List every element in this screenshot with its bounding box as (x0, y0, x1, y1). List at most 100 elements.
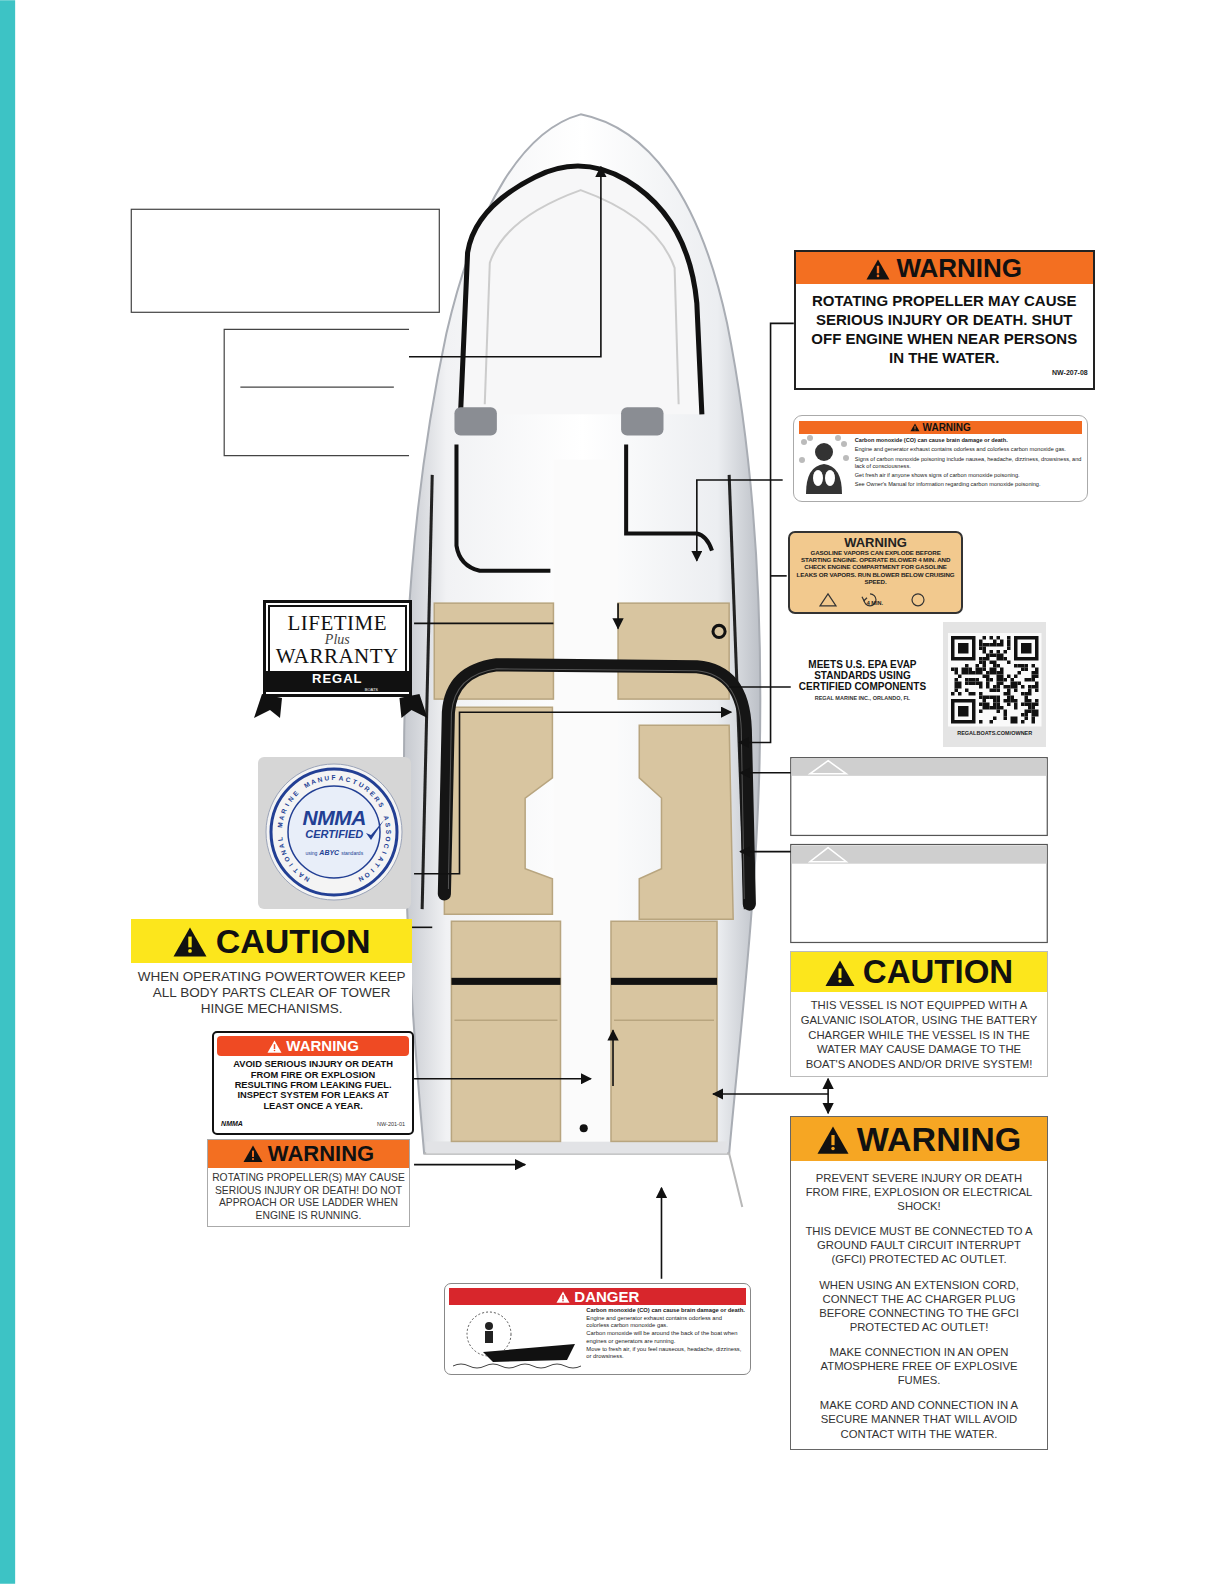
qr-module (1025, 696, 1029, 700)
qr-module (1004, 650, 1008, 654)
figure-body (485, 1331, 493, 1343)
qr-module (1025, 710, 1029, 714)
qr-module (983, 699, 987, 703)
warning-triangle-icon (817, 1126, 849, 1154)
qr-module (1035, 703, 1039, 707)
decal-heading-text: WARNING (857, 1120, 1021, 1158)
qr-module (990, 696, 994, 700)
qr-module (955, 668, 959, 672)
seat-trim (611, 978, 717, 985)
qr-module (1025, 699, 1029, 703)
brand-suffix: BOATS (263, 687, 412, 692)
qr-module (1004, 699, 1008, 703)
qr-module (979, 710, 983, 714)
figure-lung (813, 470, 823, 486)
qr-module (983, 636, 987, 640)
qr-module (997, 657, 1001, 661)
bow-seating (461, 166, 702, 414)
qr-module (1035, 671, 1039, 675)
qr-module (1021, 685, 1025, 689)
qr-module (1035, 668, 1039, 672)
exclamation-bar (877, 265, 879, 273)
qr-module (1028, 685, 1032, 689)
water (453, 1364, 581, 1368)
qr-module (1018, 682, 1022, 686)
decal-text: THIS VESSEL IS NOT EQUIPPED WITH A GALVA… (791, 992, 1048, 1075)
qr-module (993, 706, 997, 710)
hazard-icon (820, 594, 836, 606)
qr-finder (955, 640, 973, 658)
qr-module (958, 685, 962, 689)
qr-module (1028, 692, 1032, 696)
qr-module (1011, 696, 1015, 700)
leader-line (414, 1078, 591, 1080)
qr-finder (951, 636, 976, 661)
qr-module (965, 682, 969, 686)
qr-module (993, 654, 997, 658)
qr-module (972, 678, 976, 682)
check-mark (366, 820, 384, 840)
warning-triangle-icon (267, 1040, 282, 1053)
qr-module (965, 678, 969, 682)
decal-heading: CAUTION (791, 952, 1048, 992)
qr-module (1014, 703, 1018, 707)
qr-module (1007, 647, 1011, 651)
qr-module (993, 717, 997, 721)
qr-module (1028, 678, 1032, 682)
qr-module (965, 664, 969, 668)
maker-address: REGAL MARINE INC., ORLANDO, FL (791, 695, 934, 701)
qr-module (1028, 703, 1032, 707)
bow-seating (454, 166, 701, 435)
qr-module (1028, 710, 1032, 714)
qr-module (1021, 720, 1025, 724)
qr-module (979, 703, 983, 707)
decal-heading: DANGER (449, 1288, 746, 1305)
qr-module (1032, 706, 1036, 710)
qr-module (997, 699, 1001, 703)
qr-module (1011, 682, 1015, 686)
qr-module (1004, 692, 1008, 696)
qr-module (990, 668, 994, 672)
qr-module (972, 671, 976, 675)
seal-ring-letter: S (375, 800, 386, 811)
qr-module (979, 685, 983, 689)
qr-module (979, 643, 983, 647)
brand-name: REGAL (263, 671, 412, 687)
qr-module (1011, 685, 1015, 689)
figure-lung (825, 470, 835, 486)
qr-module (1007, 675, 1011, 679)
seat-cushion (611, 921, 717, 1141)
exclamation-dot (188, 949, 192, 953)
qr-module (1028, 699, 1032, 703)
qr-module (1021, 668, 1025, 672)
qr-module (979, 657, 983, 661)
decal-heading: WARNING (791, 1117, 1048, 1161)
qr-module (1032, 720, 1036, 724)
power-tower (444, 665, 749, 904)
qr-module (1000, 678, 1004, 682)
ribbon-tail (254, 694, 282, 718)
qr-module (972, 692, 976, 696)
decal-text: Get fresh air if anyone shows signs of c… (855, 472, 1082, 479)
decal-text: WHEN OPERATING POWERTOWER KEEP ALL BODY … (131, 963, 412, 1022)
qr-module (1000, 706, 1004, 710)
warranty-badge: LIFETIMEPlusWARRANTYREGALBOATS (263, 600, 412, 697)
seal-ring-letter: A (381, 814, 391, 824)
engine-icon (912, 594, 924, 606)
seat-cushion (444, 707, 552, 914)
decal-text: PREVENT SEVERE INJURY OR DEATH FROM FIRE… (791, 1171, 1048, 1213)
qr-module (976, 682, 980, 686)
seal-ring-letter: O (383, 835, 392, 844)
qr-module (1007, 703, 1011, 707)
qr-module (1000, 654, 1004, 658)
hull (404, 114, 760, 1153)
decal-heading-text: WARNING (286, 1037, 359, 1054)
qr-finder (1014, 636, 1039, 661)
qr-module (1007, 643, 1011, 647)
qr-module (969, 671, 973, 675)
qr-module (1021, 713, 1025, 717)
qr-module (983, 706, 987, 710)
qr-module (1014, 675, 1018, 679)
exclamation-dot (838, 979, 841, 982)
qr-module (969, 682, 973, 686)
